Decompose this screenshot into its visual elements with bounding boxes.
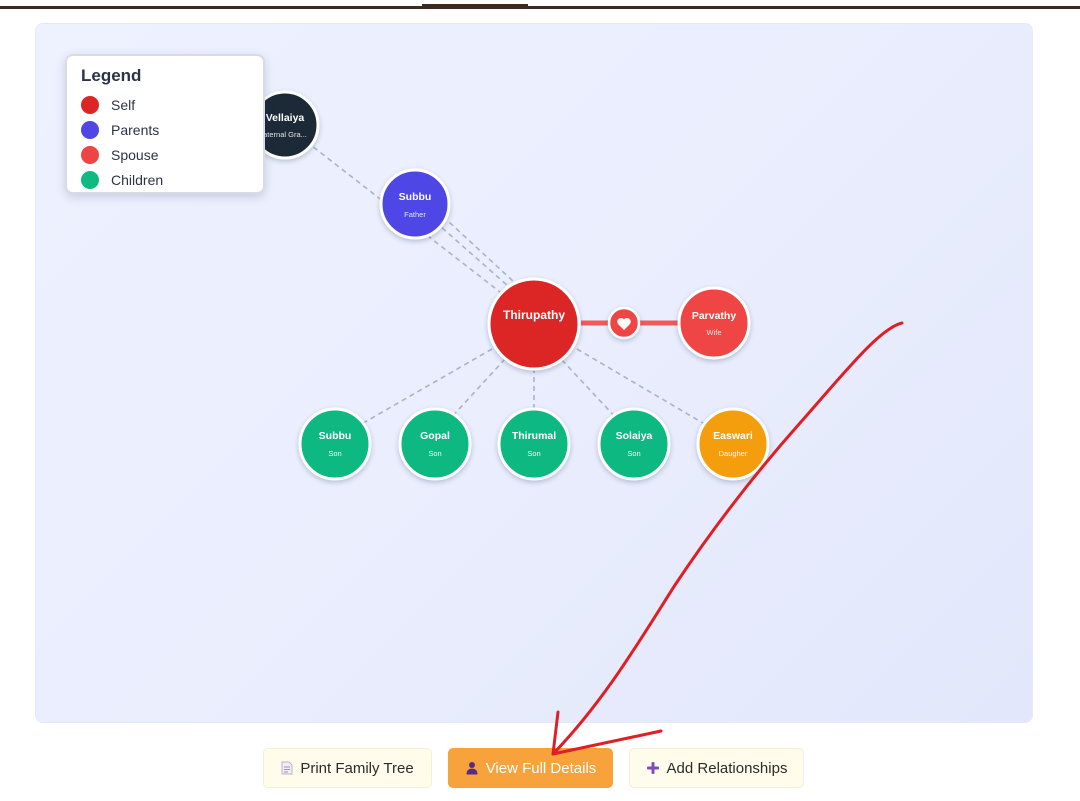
add-relationships-label: Add Relationships — [666, 759, 788, 777]
link-thirupathy-subbu-son — [357, 348, 493, 427]
node-relation: Daugher — [719, 449, 748, 458]
legend-swatch-parents — [81, 120, 99, 139]
node-thirupathy[interactable]: Thirupathy — [487, 277, 581, 371]
spouse-connector — [581, 306, 681, 340]
legend-label: Children — [111, 171, 164, 188]
node-name: Solaiya — [616, 430, 653, 442]
node-vellaiya[interactable]: Vellaiya aternal Gra... — [250, 90, 320, 160]
legend-label: Spouse — [111, 146, 159, 163]
node-relation: Son — [428, 449, 441, 458]
node-parvathy[interactable]: Parvathy Wife — [677, 286, 751, 360]
legend-panel: Legend Self Parents Spouse Children — [65, 54, 265, 194]
node-name: Vellaiya — [266, 112, 305, 124]
top-header-bar — [0, 0, 1080, 9]
active-tab-indicator — [422, 4, 528, 6]
print-family-tree-label: Print Family Tree — [300, 759, 414, 777]
node-solaiya[interactable]: Solaiya Son — [597, 407, 671, 481]
legend-swatch-spouse — [81, 145, 99, 164]
node-name: Subbu — [399, 191, 432, 203]
node-name: Gopal — [420, 430, 450, 442]
legend-title: Legend — [81, 66, 142, 85]
node-relation: Father — [404, 210, 426, 219]
node-name: Subbu — [319, 430, 352, 442]
view-full-details-label: View Full Details — [485, 759, 597, 777]
node-name: Thirupathy — [503, 308, 565, 322]
user-icon — [465, 761, 479, 775]
document-icon — [281, 761, 293, 775]
legend-swatch-self — [81, 95, 99, 114]
node-relation: Wife — [707, 328, 722, 337]
header-divider — [0, 6, 1080, 9]
legend-label: Self — [111, 96, 136, 113]
plus-icon — [646, 761, 660, 775]
node-subbu-father[interactable]: Subbu Father — [379, 168, 451, 240]
link-thirupathy-gopal — [448, 358, 506, 421]
print-family-tree-button[interactable]: Print Family Tree — [263, 748, 432, 788]
node-name: Parvathy — [692, 310, 737, 322]
node-relation: Son — [328, 449, 341, 458]
node-relation: aternal Gra... — [263, 130, 307, 139]
legend-label: Parents — [111, 121, 160, 138]
legend-item-children: Children — [81, 167, 249, 192]
legend-swatch-children — [81, 170, 99, 189]
node-easwari[interactable]: Easwari Daugher — [696, 407, 770, 481]
node-gopal[interactable]: Gopal Son — [398, 407, 472, 481]
connection-lines — [284, 124, 709, 427]
view-full-details-button[interactable]: View Full Details — [448, 748, 613, 788]
add-relationships-button[interactable]: Add Relationships — [629, 748, 804, 788]
node-thirumal[interactable]: Thirumal Son — [497, 407, 571, 481]
node-relation: Son — [527, 449, 540, 458]
node-name: Thirumal — [512, 430, 556, 442]
node-relation: Son — [627, 449, 640, 458]
legend-item-spouse: Spouse — [81, 142, 249, 167]
node-name: Easwari — [713, 430, 753, 442]
node-subbu-son[interactable]: Subbu Son — [298, 407, 372, 481]
legend-item-self: Self — [81, 92, 249, 117]
legend-item-parents: Parents — [81, 117, 249, 142]
